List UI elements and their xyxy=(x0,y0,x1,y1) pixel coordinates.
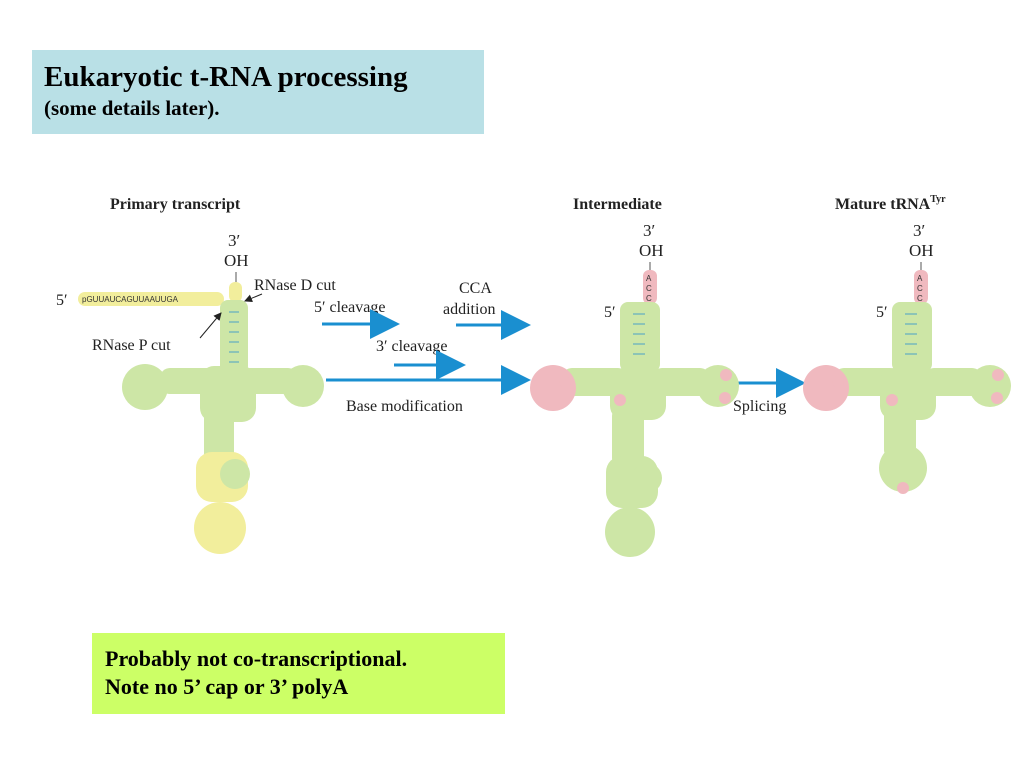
slide-subtitle: (some details later). xyxy=(44,96,220,120)
intermediate-anticodon-stem xyxy=(612,408,644,466)
cca-label-line1: CCA xyxy=(459,280,492,297)
intermediate-d-loop xyxy=(530,365,576,411)
rnase-d-label: RNase D cut xyxy=(254,277,336,294)
intermediate-5prime-label: 5′ xyxy=(604,304,616,321)
base-modification-label: Base modification xyxy=(346,398,463,415)
svg-text:C: C xyxy=(646,294,652,303)
primary-leader-sequence: pGUUAUCAGUUAAUUGA xyxy=(82,295,179,304)
header-mature: Mature tRNATyr xyxy=(835,194,946,213)
primary-3prime-trailer xyxy=(229,282,242,302)
primary-anticodon-loop xyxy=(194,502,246,554)
primary-oh-label: OH xyxy=(224,251,249,270)
rnase-p-label: RNase P cut xyxy=(92,337,171,354)
intermediate-structure: 3′ OH A C C 5′ xyxy=(530,221,739,557)
mature-structure: 3′ OH A C C 5′ xyxy=(803,221,1011,494)
intermediate-3prime-label: 3′ xyxy=(643,221,655,240)
primary-5prime-label: 5′ xyxy=(56,292,68,309)
intermediate-oh-label: OH xyxy=(639,241,664,260)
mature-5prime-label: 5′ xyxy=(876,304,888,321)
mature-oh-label: OH xyxy=(909,241,934,260)
process-arrows: 5′ cleavage 3′ cleavage CCA addition Bas… xyxy=(314,280,806,415)
svg-text:C: C xyxy=(917,284,923,293)
intermediate-cca-end xyxy=(643,270,657,304)
header-primary-transcript: Primary transcript xyxy=(110,196,241,213)
mature-anticodon-loop xyxy=(879,444,927,492)
intermediate-t-loop xyxy=(697,365,739,407)
mature-cca-end xyxy=(914,270,928,304)
primary-d-loop xyxy=(122,364,168,410)
splicing-label: Splicing xyxy=(733,398,786,415)
cleavage-3prime-label: 3′ cleavage xyxy=(376,338,447,355)
mature-d-loop xyxy=(803,365,849,411)
intermediate-acceptor-stem xyxy=(620,302,660,372)
svg-text:A: A xyxy=(646,274,652,283)
svg-text:C: C xyxy=(917,294,923,303)
note-box: Probably not co-transcriptional. Note no… xyxy=(92,633,505,714)
cleavage-5prime-label: 5′ cleavage xyxy=(314,299,385,316)
svg-text:A: A xyxy=(917,274,923,283)
note-line-1: Probably not co-transcriptional. xyxy=(105,646,408,671)
title-box: Eukaryotic t-RNA processing (some detail… xyxy=(32,50,484,134)
mature-t-loop xyxy=(969,365,1011,407)
primary-anticodon-stem xyxy=(204,410,234,462)
cca-label-line2: addition xyxy=(443,301,495,318)
primary-5prime-leader xyxy=(78,292,224,306)
note-line-2: Note no 5’ cap or 3’ polyA xyxy=(105,674,349,699)
primary-3prime-label: 3′ xyxy=(228,231,240,250)
primary-t-loop xyxy=(282,365,324,407)
mature-acceptor-stem xyxy=(892,302,932,372)
primary-transcript-structure: 3′ OH pGUUAUCAGUUAAUUGA 5′ RNase D cut xyxy=(56,231,336,554)
mature-3prime-label: 3′ xyxy=(913,221,925,240)
header-intermediate: Intermediate xyxy=(573,196,662,213)
slide-title: Eukaryotic t-RNA processing xyxy=(44,61,408,93)
svg-text:C: C xyxy=(646,284,652,293)
intermediate-anticodon-loop xyxy=(605,507,655,557)
primary-acceptor-stem xyxy=(220,300,248,374)
